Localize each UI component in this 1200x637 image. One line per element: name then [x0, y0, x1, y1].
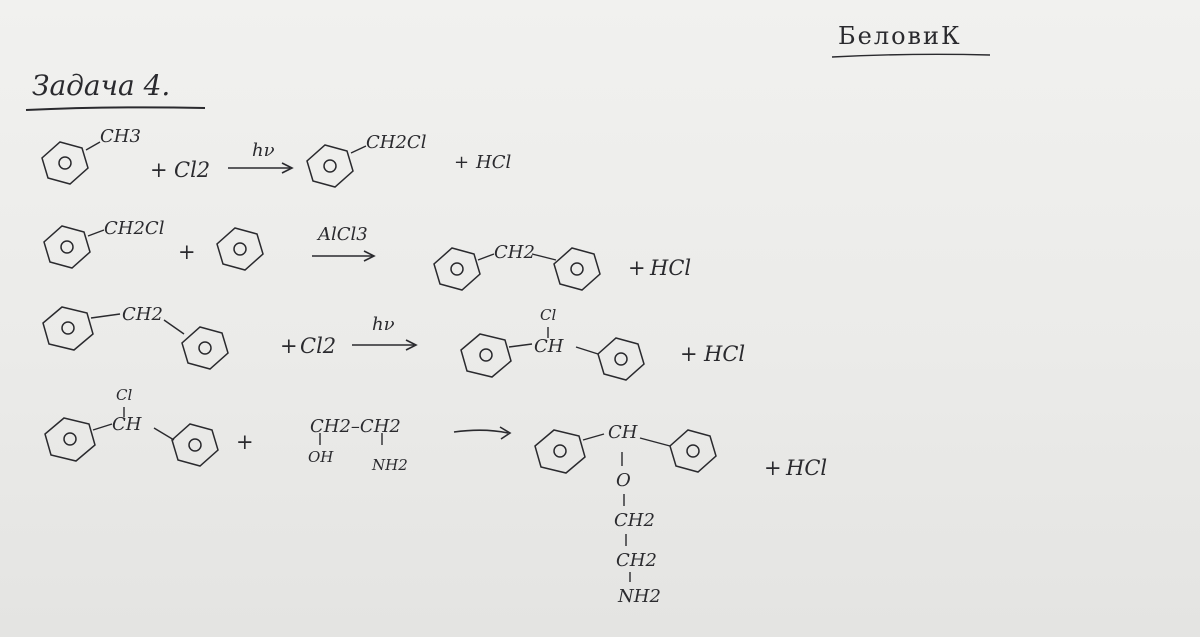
bond [582, 433, 605, 441]
plus-sign: + [178, 240, 196, 264]
condition-label: AlCl3 [318, 224, 368, 245]
reaction-arrow-icon [453, 426, 512, 440]
byproduct-label: HCl [476, 152, 512, 173]
bond [87, 229, 105, 237]
byproduct-label: HCl [704, 342, 746, 366]
hydroxyl-label: OH [308, 448, 334, 466]
plus-sign: + [764, 456, 782, 480]
reagent-label: Cl2 [300, 334, 337, 358]
chain-atom-label: NH2 [618, 586, 661, 607]
amine-label: NH2 [372, 456, 408, 474]
benzene-ring-icon [171, 423, 219, 467]
bridge-label: CH [534, 336, 564, 357]
benzene-ring-icon [43, 225, 91, 269]
chain-atom-label: CH2 [614, 510, 655, 531]
chain-atom-label: CH2 [616, 550, 657, 571]
plus-sign: + [628, 256, 646, 280]
byproduct-label: HCl [786, 456, 828, 480]
reaction-arrow-icon [228, 162, 294, 174]
bond [508, 343, 533, 348]
substituent-label: CH2Cl [366, 132, 427, 153]
benzene-ring-icon [597, 337, 645, 381]
plus-sign: + [454, 152, 470, 173]
benzene-ring-icon [460, 333, 512, 378]
benzene-ring-icon [553, 247, 601, 291]
substituent-label: CH2Cl [104, 218, 165, 239]
bridge-label: CH [608, 422, 638, 443]
benzene-ring-icon [216, 227, 264, 271]
bond [153, 427, 175, 441]
substituent-label: Cl [540, 306, 557, 324]
reagent-chain-label: CH2–CH2 [310, 416, 401, 437]
bridge-label: CH [112, 414, 142, 435]
title-underline [25, 106, 206, 111]
page-title: Задача 4. [32, 69, 171, 102]
benzene-ring-icon [534, 429, 586, 474]
reagent-label: Cl2 [174, 158, 211, 182]
plus-sign: + [236, 430, 254, 454]
bond [90, 313, 121, 319]
bond [85, 141, 101, 151]
bond [350, 145, 367, 154]
bond [639, 437, 671, 447]
reaction-arrow-icon [312, 250, 376, 262]
bond [531, 253, 557, 261]
bond [575, 346, 599, 355]
benzene-ring-icon [181, 326, 229, 370]
plus-sign: + [280, 334, 298, 358]
condition-label: hν [252, 140, 275, 161]
plus-sign: + [150, 158, 168, 182]
bridge-label: CH2 [122, 304, 163, 325]
benzene-ring-icon [669, 429, 717, 473]
plus-sign: + [680, 342, 698, 366]
reaction-arrow-icon [352, 339, 418, 351]
benzene-ring-icon [44, 417, 96, 462]
corner-underline [831, 53, 991, 58]
corner-label: БеловиК [838, 22, 962, 50]
byproduct-label: HCl [650, 256, 692, 280]
benzene-ring-icon [41, 141, 89, 185]
bond [477, 253, 495, 261]
bridge-label: CH2 [494, 242, 535, 263]
benzene-ring-icon [433, 247, 481, 291]
benzene-ring-icon [306, 144, 354, 188]
substituent-label: CH3 [100, 126, 141, 147]
substituent-label: Cl [116, 386, 133, 404]
bond [92, 423, 113, 431]
condition-label: hν [372, 314, 395, 335]
benzene-ring-icon [42, 306, 94, 351]
chain-atom-label: O [616, 470, 631, 491]
bond [163, 319, 185, 335]
